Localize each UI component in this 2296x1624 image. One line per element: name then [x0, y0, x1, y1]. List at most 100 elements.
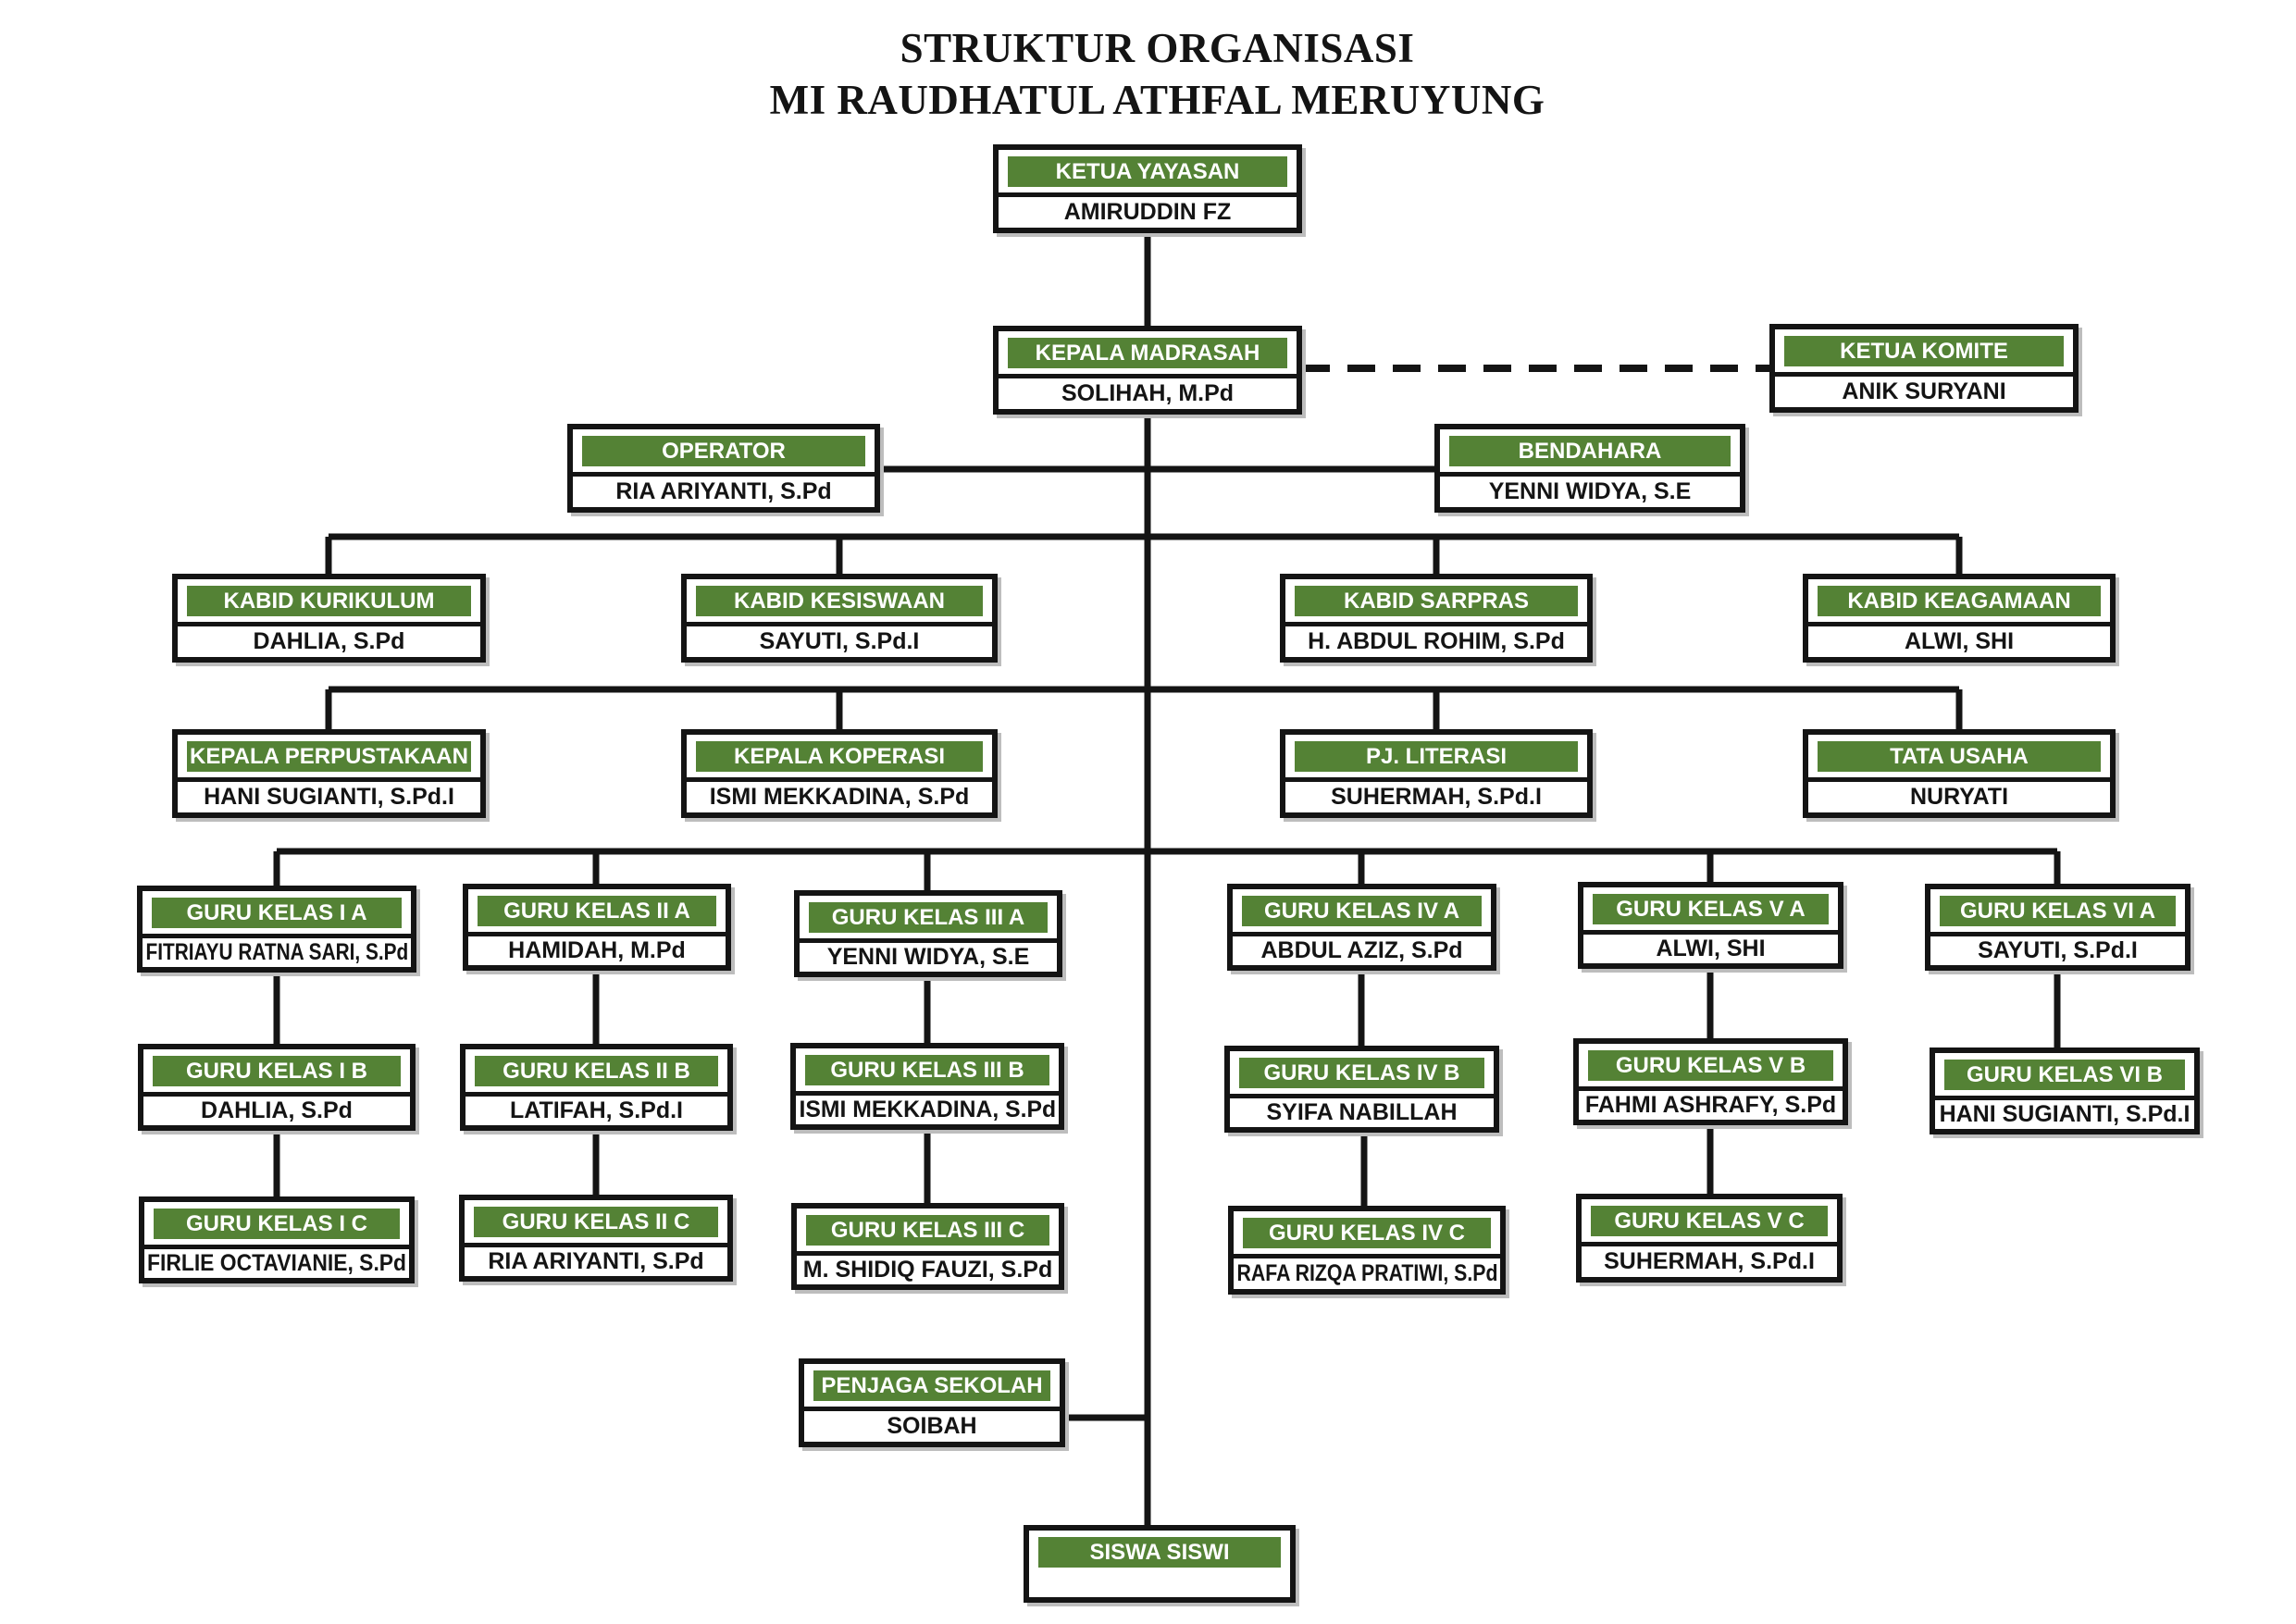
kabid-kurikulum-header: KABID KURIKULUM	[178, 579, 480, 626]
org-box-guru-kelas-6a: GURU KELAS VI A SAYUTI, S.Pd.I	[1925, 884, 2191, 971]
operator-header: OPERATOR	[573, 429, 875, 477]
guru-kelas-5c-title-bar: GURU KELAS V C	[1591, 1206, 1828, 1236]
org-box-kabid-kurikulum: KABID KURIKULUM DAHLIA, S.Pd	[172, 574, 486, 663]
kepala-koperasi-header: KEPALA KOPERASI	[687, 735, 992, 782]
kabid-kesiswaan-name-label: SAYUTI, S.Pd.I	[759, 628, 920, 654]
kabid-sarpras-title-label: KABID SARPRAS	[1343, 589, 1529, 614]
guru-kelas-5a-name-label: ALWI, SHI	[1656, 936, 1766, 961]
tata-usaha-name-area: NURYATI	[1808, 782, 2110, 812]
guru-kelas-3c-title-label: GURU KELAS III C	[830, 1218, 1025, 1243]
pj-literasi-name-area: SUHERMAH, S.Pd.I	[1285, 782, 1587, 812]
kepala-koperasi-title-bar: KEPALA KOPERASI	[696, 741, 983, 772]
bendahara-name-label: YENNI WIDYA, S.E	[1488, 478, 1692, 504]
guru-kelas-1a-name-label: FITRIAYU RATNA SARI, S.Pd	[145, 939, 408, 965]
guru-kelas-6a-title-label: GURU KELAS VI A	[1959, 899, 2156, 924]
siswa-siswi-name-area	[1029, 1573, 1290, 1597]
guru-kelas-5c-title-label: GURU KELAS V C	[1614, 1209, 1805, 1233]
kepala-koperasi-name-area: ISMI MEKKADINA, S.Pd	[687, 782, 992, 812]
guru-kelas-3b-header: GURU KELAS III B	[796, 1048, 1059, 1096]
org-box-guru-kelas-2c: GURU KELAS II C RIA ARIYANTI, S.Pd	[459, 1195, 733, 1282]
pj-literasi-title-bar: PJ. LITERASI	[1295, 741, 1578, 772]
guru-kelas-4b-header: GURU KELAS IV B	[1230, 1051, 1494, 1098]
bendahara-title-bar: BENDAHARA	[1449, 436, 1731, 466]
guru-kelas-6a-name-label: SAYUTI, S.Pd.I	[1978, 937, 2138, 963]
kabid-kesiswaan-name-area: SAYUTI, S.Pd.I	[687, 626, 992, 657]
org-box-kabid-sarpras: KABID SARPRAS H. ABDUL ROHIM, S.Pd	[1280, 574, 1593, 663]
guru-kelas-1c-title-bar: GURU KELAS I C	[154, 1209, 400, 1239]
operator-title-label: OPERATOR	[662, 439, 786, 464]
org-box-penjaga-sekolah: PENJAGA SEKOLAH SOIBAH	[799, 1358, 1065, 1447]
penjaga-sekolah-name-area: SOIBAH	[804, 1411, 1060, 1442]
page-title: STRUKTUR ORGANISASI MI RAUDHATUL ATHFAL …	[9, 22, 2296, 126]
bendahara-title-label: BENDAHARA	[1518, 439, 1662, 464]
org-box-operator: OPERATOR RIA ARIYANTI, S.Pd	[567, 424, 880, 513]
penjaga-sekolah-title-bar: PENJAGA SEKOLAH	[813, 1370, 1050, 1401]
guru-kelas-4c-name-label: RAFA RIZQA PRATIWI, S.Pd	[1236, 1260, 1498, 1286]
guru-kelas-6b-name-area: HANI SUGIANTI, S.Pd.I	[1935, 1100, 2194, 1129]
guru-kelas-5b-title-label: GURU KELAS V B	[1615, 1053, 1806, 1078]
kabid-sarpras-header: KABID SARPRAS	[1285, 579, 1587, 626]
guru-kelas-2b-title-bar: GURU KELAS II B	[475, 1056, 718, 1086]
guru-kelas-4b-name-area: SYIFA NABILLAH	[1230, 1098, 1494, 1127]
bendahara-name-area: YENNI WIDYA, S.E	[1440, 477, 1740, 507]
guru-kelas-4a-name-area: ABDUL AZIZ, S.Pd	[1233, 936, 1491, 965]
guru-kelas-4c-header: GURU KELAS IV C	[1234, 1211, 1500, 1258]
ketua-yayasan-title-bar: KETUA YAYASAN	[1008, 156, 1287, 187]
guru-kelas-6a-header: GURU KELAS VI A	[1930, 889, 2185, 936]
guru-kelas-2c-name-label: RIA ARIYANTI, S.Pd	[488, 1248, 704, 1274]
kabid-kurikulum-name-label: DAHLIA, S.Pd	[253, 628, 405, 654]
ketua-komite-title-bar: KETUA KOMITE	[1784, 336, 2064, 366]
guru-kelas-5a-header: GURU KELAS V A	[1583, 887, 1838, 935]
bendahara-header: BENDAHARA	[1440, 429, 1740, 477]
org-box-guru-kelas-4c: GURU KELAS IV C RAFA RIZQA PRATIWI, S.Pd	[1228, 1206, 1506, 1295]
guru-kelas-4c-title-bar: GURU KELAS IV C	[1243, 1218, 1491, 1248]
ketua-yayasan-name-label: AMIRUDDIN FZ	[1063, 199, 1232, 225]
guru-kelas-6b-header: GURU KELAS VI B	[1935, 1053, 2194, 1100]
siswa-siswi-title-label: SISWA SISWI	[1089, 1540, 1230, 1565]
guru-kelas-5c-name-area: SUHERMAH, S.Pd.I	[1582, 1246, 1837, 1277]
kepala-perpustakaan-header: KEPALA PERPUSTAKAAN	[178, 735, 480, 782]
kabid-sarpras-name-area: H. ABDUL ROHIM, S.Pd	[1285, 626, 1587, 657]
kabid-kesiswaan-title-bar: KABID KESISWAAN	[696, 586, 983, 616]
guru-kelas-1a-title-bar: GURU KELAS I A	[152, 898, 402, 928]
guru-kelas-2b-name-label: LATIFAH, S.Pd.I	[509, 1097, 684, 1123]
guru-kelas-6b-title-label: GURU KELAS VI B	[1966, 1062, 2163, 1087]
guru-kelas-1b-name-area: DAHLIA, S.Pd	[143, 1097, 410, 1125]
org-box-kabid-kesiswaan: KABID KESISWAAN SAYUTI, S.Pd.I	[681, 574, 998, 663]
pj-literasi-name-label: SUHERMAH, S.Pd.I	[1331, 784, 1542, 810]
guru-kelas-2b-title-label: GURU KELAS II B	[503, 1059, 690, 1084]
guru-kelas-5c-header: GURU KELAS V C	[1582, 1199, 1837, 1246]
page-title-line2: MI RAUDHATUL ATHFAL MERUYUNG	[769, 77, 1545, 123]
guru-kelas-3a-name-area: YENNI WIDYA, S.E	[800, 943, 1057, 972]
kabid-keagamaan-name-label: ALWI, SHI	[1904, 628, 2015, 654]
guru-kelas-3b-title-label: GURU KELAS III B	[830, 1058, 1024, 1083]
guru-kelas-1a-name-area: FITRIAYU RATNA SARI, S.Pd	[143, 938, 411, 967]
guru-kelas-3c-name-label: M. SHIDIQ FAUZI, S.Pd	[802, 1257, 1053, 1283]
operator-name-area: RIA ARIYANTI, S.Pd	[573, 477, 875, 507]
guru-kelas-1a-title-label: GURU KELAS I A	[186, 900, 367, 925]
guru-kelas-2c-header: GURU KELAS II C	[465, 1200, 727, 1247]
ketua-komite-title-label: KETUA KOMITE	[1840, 339, 2008, 364]
guru-kelas-4b-name-label: SYIFA NABILLAH	[1266, 1099, 1458, 1125]
org-box-tata-usaha: TATA USAHA NURYATI	[1803, 729, 2116, 818]
kabid-keagamaan-title-label: KABID KEAGAMAAN	[1847, 589, 2071, 614]
kabid-sarpras-title-bar: KABID SARPRAS	[1295, 586, 1578, 616]
kabid-kurikulum-title-bar: KABID KURIKULUM	[187, 586, 471, 616]
pj-literasi-header: PJ. LITERASI	[1285, 735, 1587, 782]
kepala-perpustakaan-title-bar: KEPALA PERPUSTAKAAN	[187, 741, 471, 772]
ketua-yayasan-header: KETUA YAYASAN	[999, 150, 1297, 197]
tata-usaha-name-label: NURYATI	[1909, 784, 2009, 810]
tata-usaha-title-bar: TATA USAHA	[1818, 741, 2101, 772]
guru-kelas-2c-name-area: RIA ARIYANTI, S.Pd	[465, 1247, 727, 1276]
guru-kelas-5b-title-bar: GURU KELAS V B	[1588, 1050, 1833, 1081]
guru-kelas-2a-name-area: HAMIDAH, M.Pd	[468, 936, 726, 965]
guru-kelas-1a-header: GURU KELAS I A	[143, 891, 411, 938]
guru-kelas-2c-title-label: GURU KELAS II C	[502, 1209, 690, 1234]
guru-kelas-2b-name-area: LATIFAH, S.Pd.I	[465, 1097, 727, 1125]
